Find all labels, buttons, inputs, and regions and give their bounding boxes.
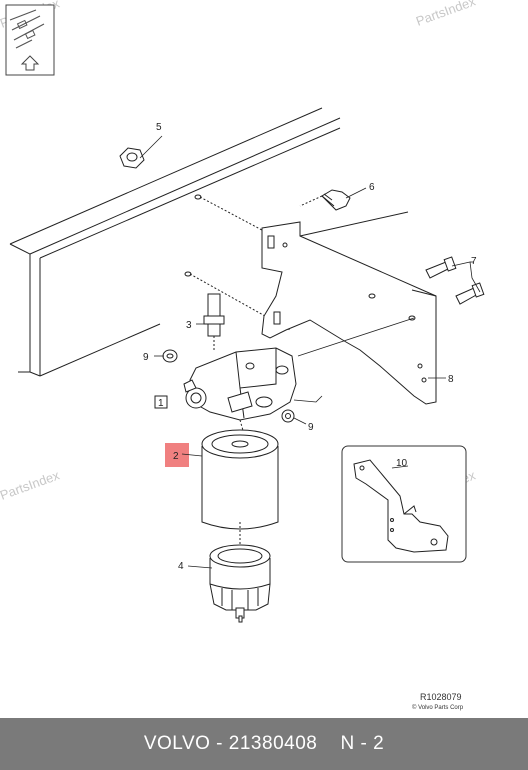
footer-gap	[317, 733, 340, 755]
watermark-top-right: PartsIndex	[414, 0, 478, 29]
callout-9-upper: 9	[143, 352, 149, 363]
fuel-sensor-3	[203, 293, 225, 352]
filter-cartridge-2	[201, 429, 279, 546]
filter-head	[183, 347, 297, 435]
callout-1: 1	[158, 398, 164, 409]
washers-9	[162, 349, 295, 423]
drawing-reference: R1028079	[420, 692, 462, 702]
callout-4: 4	[178, 561, 184, 572]
water-separator-bowl-4	[209, 544, 271, 623]
exploded-parts-diagram: PartsIndex PartsIndex PartsIndex PartsIn…	[0, 0, 485, 711]
footer-part-number: 21380408	[228, 733, 318, 754]
callout-6: 6	[369, 182, 375, 193]
bolts-7	[425, 256, 485, 305]
callout-7: 7	[471, 256, 477, 267]
frame-rail	[9, 107, 341, 377]
callout-3: 3	[186, 320, 192, 331]
copyright-note: © Volvo Parts Corp	[412, 704, 464, 711]
footer-separator: -	[210, 733, 229, 754]
callout-1-box	[154, 395, 168, 409]
mounting-bracket	[261, 211, 437, 405]
callout-2: 2	[173, 451, 179, 462]
overview-thumbnail[interactable]	[5, 4, 55, 76]
highlight-callout-2[interactable]	[165, 443, 189, 467]
footer-bar: VOLVO - 21380408 N - 2	[0, 718, 528, 770]
bolt-6	[299, 189, 351, 211]
footer-position: N - 2	[340, 733, 385, 754]
leader-lines	[139, 135, 481, 569]
inset-bracket-10-box	[341, 445, 467, 563]
arrow-up-icon	[20, 55, 40, 71]
callout-5: 5	[156, 122, 162, 133]
watermark-mid-left: PartsIndex	[0, 467, 62, 503]
flange-nut-5	[119, 147, 145, 169]
callout-10: 10	[396, 458, 408, 469]
footer-brand: VOLVO	[143, 733, 211, 754]
callout-9-lower: 9	[308, 422, 314, 433]
callout-8: 8	[448, 374, 454, 385]
